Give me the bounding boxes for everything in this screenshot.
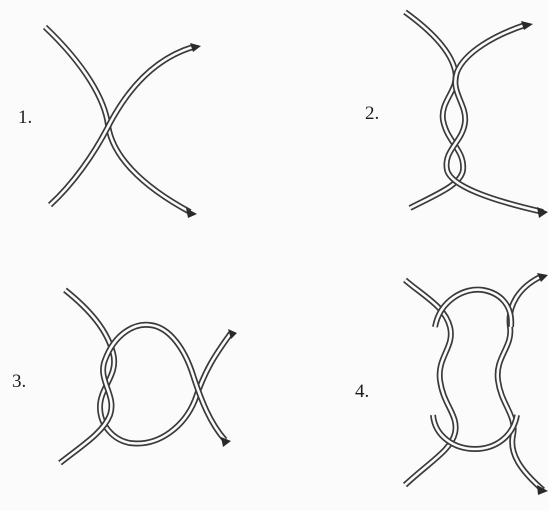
step-1-crossed-cords: [30, 15, 230, 230]
cord-a: [405, 280, 456, 485]
cord-end-frayed: [537, 207, 548, 218]
knot-lower-bight: [433, 415, 517, 449]
step-4-finished-knot: [395, 265, 549, 500]
step-3-label: 3.: [12, 372, 26, 391]
step-4-label: 4.: [355, 382, 369, 401]
step-2-label: 2.: [365, 104, 379, 123]
cord-b: [50, 47, 193, 205]
cord-a: [65, 290, 231, 443]
step-3-first-loop: [45, 275, 255, 485]
cord-b: [498, 277, 543, 490]
cord-end-frayed: [186, 208, 197, 218]
step-2-twisted-cords: [395, 0, 549, 225]
cord-end-frayed: [190, 43, 201, 52]
cord-b: [446, 25, 543, 212]
